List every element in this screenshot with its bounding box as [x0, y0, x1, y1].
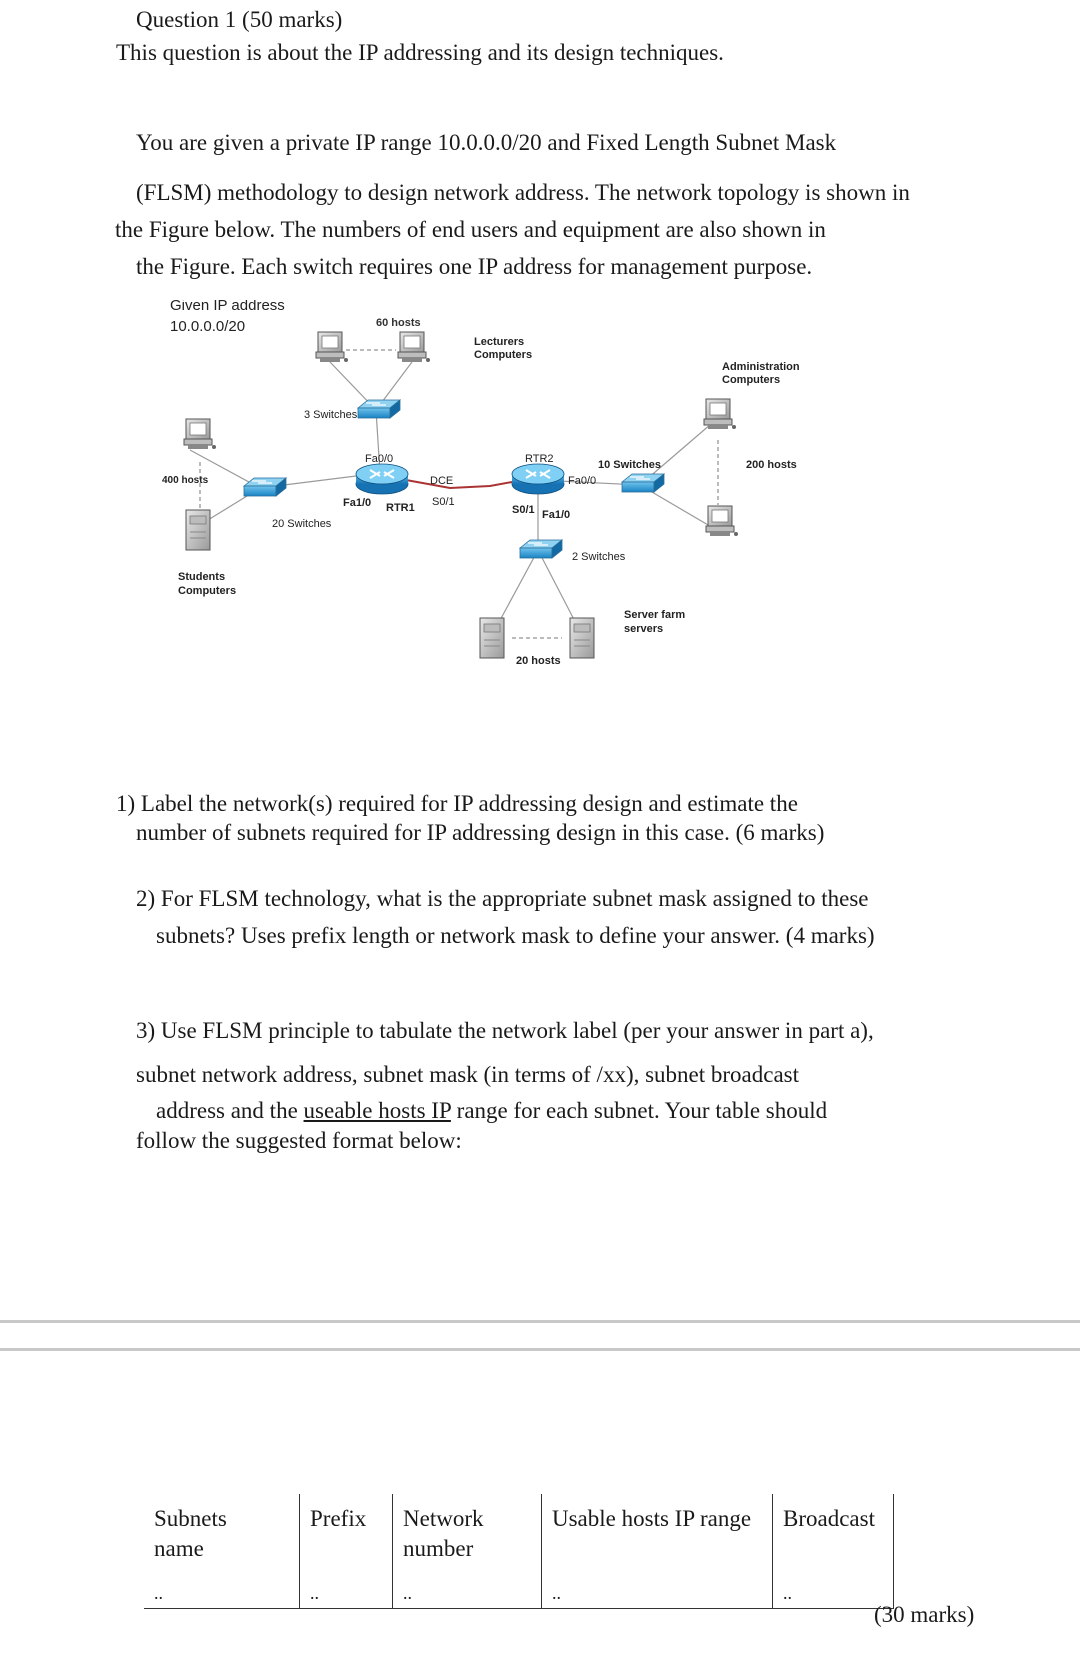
students-label-1: Students [178, 571, 225, 583]
network-links [189, 361, 721, 636]
rtr1-s01-label: S0/1 [432, 496, 455, 508]
question-intro: This question is about the IP addressing… [116, 40, 724, 65]
lecturer-pc-icon [397, 331, 431, 363]
server-icon [569, 617, 595, 659]
students-label-2: Computers [178, 585, 236, 597]
table-cell-dots: .. [392, 1578, 542, 1609]
router-rtr1-icon [355, 463, 409, 495]
question-3-line-4: follow the suggested format below: [136, 1128, 462, 1153]
lecturer-pc-icon [315, 331, 349, 363]
student-pc-icon [183, 418, 217, 450]
rtr2-fa10-label: Fa1/0 [542, 509, 570, 521]
server-farm-label-1: Server farm [624, 609, 685, 621]
switches-3-label: 3 Switches [304, 409, 358, 421]
hosts-20-label: 20 hosts [516, 655, 561, 667]
header-broadcast: Broadcast [772, 1494, 894, 1578]
switch-icon [357, 399, 401, 419]
table-cell-dots: .. [299, 1578, 393, 1609]
useable-hosts-underlined: useable hosts IP [303, 1098, 451, 1123]
server-farm-label-2: servers [624, 623, 663, 635]
admin-label-2: Computers [722, 374, 780, 386]
rtr1-label: RTR1 [386, 502, 415, 514]
rtr2-fa00-label: Fa0/0 [568, 475, 596, 487]
switch-icon [519, 539, 563, 559]
question-2-line-1: 2) For FLSM technology, what is the appr… [136, 886, 869, 911]
rtr2-s01-label: S0/1 [512, 504, 535, 516]
network-topology-figure: Given IP address 10.0.0.0/20 60 hosts Le… [162, 300, 800, 667]
header-usable-hosts: Usable hosts IP range [541, 1494, 773, 1578]
paragraph-line-2: (FLSM) methodology to design network add… [136, 180, 910, 205]
question-1-line-2: number of subnets required for IP addres… [136, 820, 825, 845]
lecturers-label-1: Lecturers [474, 336, 524, 348]
router-rtr2-icon [511, 463, 565, 495]
switch-icon [621, 473, 665, 493]
divider-line [0, 1348, 1080, 1351]
lecturers-label-2: Computers [474, 349, 532, 361]
paragraph-line-1: You are given a private IP range 10.0.0.… [136, 130, 837, 155]
switches-2-label: 2 Switches [572, 551, 626, 563]
table-cell-dots: .. [541, 1578, 773, 1609]
marks-30-label: (30 marks) [874, 1602, 975, 1627]
dce-label: DCE [430, 475, 453, 487]
divider-line [0, 1320, 1080, 1323]
header-prefix: Prefix [299, 1494, 393, 1578]
question-3-line-3-b: range for each subnet. Your table should [450, 1098, 828, 1123]
given-ip-label: Given IP address [170, 300, 285, 314]
question-2-line-2: subnets? Uses prefix length or network m… [156, 923, 875, 948]
question-3-line-3: address and the useable hosts IP range f… [156, 1096, 827, 1126]
paragraph-line-4: the Figure. Each switch requires one IP … [136, 254, 813, 279]
admin-pc-icon [705, 505, 739, 537]
question-3-line-2: subnet network address, subnet mask (in … [136, 1062, 800, 1087]
student-computer-icon [185, 509, 211, 551]
question-3-line-3-a: address and the [156, 1098, 304, 1123]
admin-pc-icon [703, 398, 737, 430]
hosts-400-label: 400 hosts [162, 475, 209, 486]
table-cell-dots: .. [144, 1578, 300, 1609]
hosts-200-label: 200 hosts [746, 459, 797, 471]
hosts-60-label: 60 hosts [376, 317, 421, 329]
switches-10-label: 10 Switches [598, 459, 661, 471]
serial-link [405, 479, 513, 490]
rtr1-fa00-label: Fa0/0 [365, 453, 393, 465]
server-icon [479, 617, 505, 659]
table-cell-dots: .. [772, 1578, 894, 1609]
question-1-line-1: 1) Label the network(s) required for IP … [116, 791, 798, 816]
question-3-line-1: 3) Use FLSM principle to tabulate the ne… [136, 1018, 874, 1043]
switch-icon [243, 477, 287, 497]
rtr1-fa10-label: Fa1/0 [343, 497, 371, 509]
switches-20-label: 20 Switches [272, 518, 332, 530]
question-title: Question 1 (50 marks) [136, 7, 343, 32]
given-ip-value: 10.0.0.0/20 [170, 318, 245, 335]
admin-label-1: Administration [722, 361, 800, 373]
rtr2-label: RTR2 [525, 453, 554, 465]
paragraph-line-3: the Figure below. The numbers of end use… [115, 217, 826, 242]
